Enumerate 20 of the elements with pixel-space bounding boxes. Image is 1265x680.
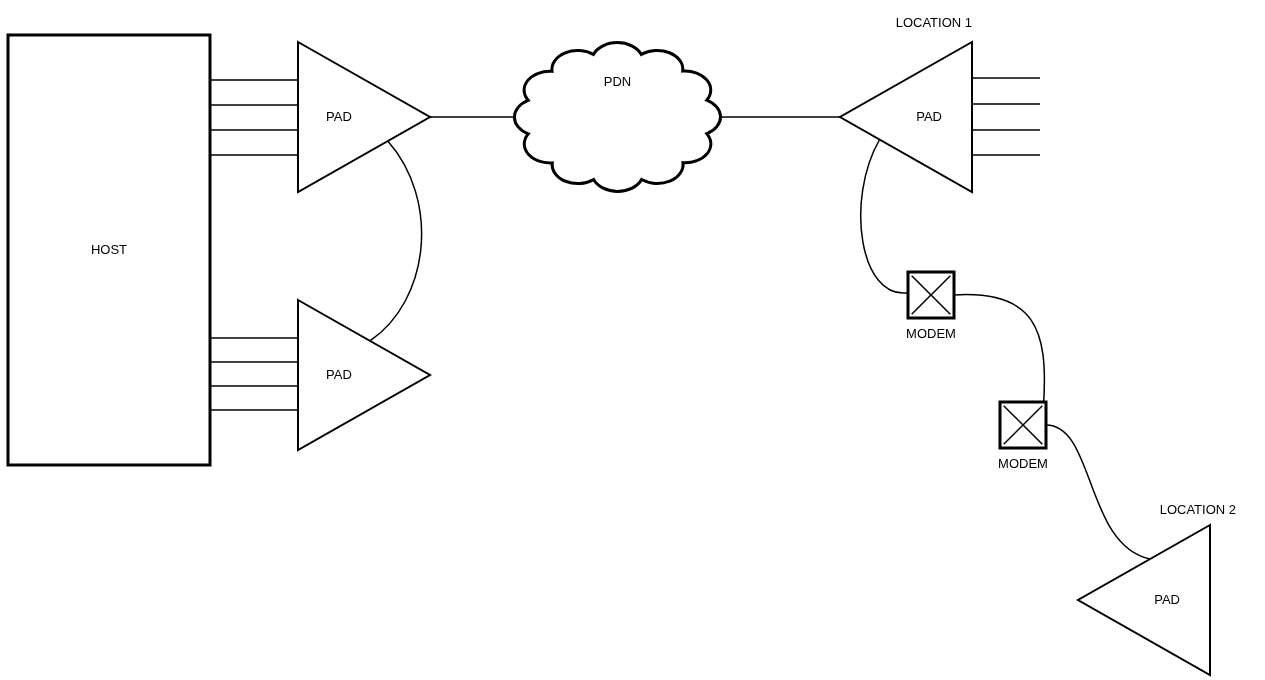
connector-line (971, 129, 1041, 131)
connector-line (971, 103, 1041, 105)
connector-line (971, 77, 1041, 79)
node-label: PAD (916, 108, 942, 127)
node-label: PAD (326, 108, 352, 127)
connector-line (369, 140, 423, 342)
pad-triangle (298, 42, 430, 192)
network-cloud (510, 38, 725, 196)
connector-line (971, 154, 1041, 156)
node-label: HOST (90, 241, 128, 260)
node-caption: MODEM (906, 325, 956, 343)
node-caption: LOCATION 2 (1159, 500, 1236, 519)
host-box (8, 35, 210, 465)
connector-line (860, 138, 909, 294)
node-label: PAD (326, 366, 352, 385)
node-caption: LOCATION 1 (895, 13, 972, 32)
node-label: PDN (603, 73, 632, 91)
node-label: PAD (1154, 591, 1180, 610)
node-caption: MODEM (998, 455, 1048, 473)
pad-triangle (298, 300, 430, 450)
